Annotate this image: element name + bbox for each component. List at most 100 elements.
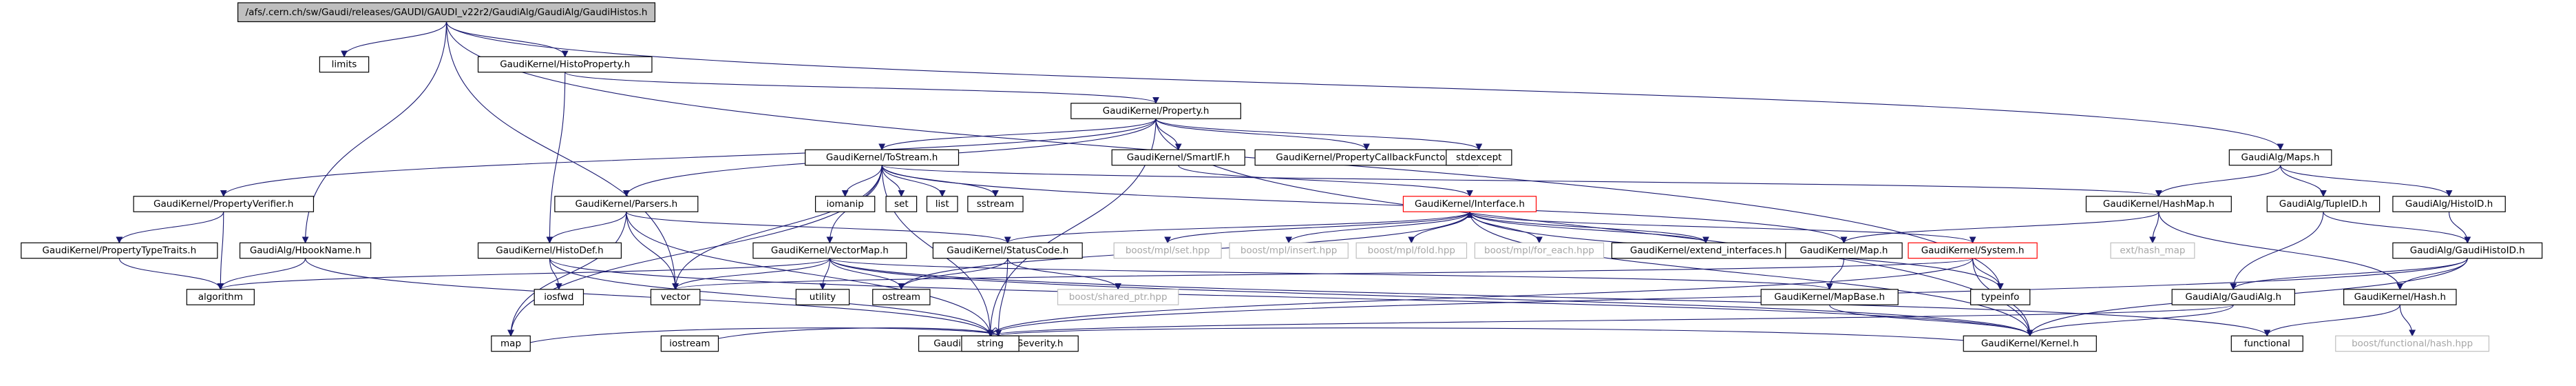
node-tostream[interactable]: GaudiKernel/ToStream.h <box>805 149 960 166</box>
node-box <box>2392 196 2506 212</box>
node-label: GaudiKernel/MapBase.h <box>1774 292 1885 303</box>
edge-tostream-to-mapk <box>881 165 1848 244</box>
node-map[interactable]: map <box>491 335 531 352</box>
node-property[interactable]: GaudiKernel/Property.h <box>1070 103 1241 119</box>
edge-gaudialg-to-kernel <box>2026 304 2234 337</box>
node-histoid[interactable]: GaudiAlg/HistoID.h <box>2392 196 2506 212</box>
node-iosfwd[interactable]: iosfwd <box>534 289 584 305</box>
node-label: GaudiKernel/Interface.h <box>1415 199 1525 210</box>
edge-property-to-tostream <box>878 118 1157 151</box>
node-system[interactable]: GaudiKernel/System.h <box>1908 242 2038 259</box>
edge-extendif-to-interface <box>1466 211 1707 243</box>
node-label: GaudiKernel/StatusCode.h <box>947 245 1068 256</box>
edge-parsers-to-map <box>507 212 627 337</box>
node-smartif[interactable]: GaudiKernel/SmartIF.h <box>1111 149 1245 166</box>
node-stdexcept[interactable]: stdexcept <box>1446 149 1512 166</box>
node-statuscode[interactable]: GaudiKernel/StatusCode.h <box>932 242 1083 259</box>
node-box <box>752 242 907 259</box>
node-limits[interactable]: limits <box>319 56 370 73</box>
node-typeinfo[interactable]: typeinfo <box>1970 289 2031 305</box>
node-gaudihistoid[interactable]: GaudiAlg/GaudiHistoID.h <box>2392 242 2543 259</box>
edge-interface-to-system <box>1469 211 1976 244</box>
node-histoprop[interactable]: GaudiKernel/HistoProperty.h <box>477 56 653 73</box>
edge-gaudialg-to-string <box>987 304 2234 337</box>
node-label: string <box>977 338 1004 349</box>
edge-statuscode-to-sharedptr <box>1007 258 1122 290</box>
node-mplset[interactable]: boost/mpl/set.hpp <box>1113 242 1222 259</box>
node-label: GaudiKernel/Hash.h <box>2354 292 2446 303</box>
node-mplfold[interactable]: boost/mpl/fold.hpp <box>1355 242 1468 259</box>
node-root[interactable]: /afs/.cern.ch/sw/Gaudi/releases/GAUDI/GA… <box>237 2 656 23</box>
edge-mapk-to-mapbase <box>1826 258 1845 290</box>
node-sharedptr[interactable]: boost/shared_ptr.hpp <box>1057 289 1179 305</box>
node-gaudialg[interactable]: GaudiAlg/GaudiAlg.h <box>2171 289 2295 305</box>
node-maps[interactable]: GaudiAlg/Maps.h <box>2228 149 2332 166</box>
edge-histodef-to-kernel <box>549 258 2034 337</box>
node-vector[interactable]: vector <box>650 289 701 305</box>
node-boostfunchash[interactable]: boost/functional/hash.hpp <box>2335 335 2490 352</box>
node-tupleid[interactable]: GaudiAlg/TupleID.h <box>2266 196 2380 212</box>
node-box <box>1963 335 2097 352</box>
edge-property-to-smartif <box>1155 119 1182 151</box>
node-set[interactable]: set <box>885 196 918 212</box>
node-label: functional <box>2244 338 2290 349</box>
node-box <box>1057 289 1179 305</box>
node-ostream[interactable]: ostream <box>872 289 931 305</box>
node-sstream[interactable]: sstream <box>967 196 1024 212</box>
edge-property-to-stdexcept <box>1155 118 1483 151</box>
node-propcb[interactable]: GaudiKernel/PropertyCallbackFunctor.h <box>1254 149 1479 166</box>
node-label: map <box>500 338 521 349</box>
node-label: iosfwd <box>544 292 573 303</box>
edge-histodef-to-iosfwd <box>549 258 562 290</box>
node-label: typeinfo <box>1981 292 2019 303</box>
node-label: GaudiKernel/Property.h <box>1103 105 1210 116</box>
node-label: GaudiAlg/Maps.h <box>2241 152 2320 163</box>
edge-hbookname-to-algorithm <box>217 258 306 290</box>
edge-maps-to-histoid <box>2280 165 2453 197</box>
node-kernel[interactable]: GaudiKernel/Kernel.h <box>1963 335 2097 352</box>
node-parsers[interactable]: GaudiKernel/Parsers.h <box>554 196 699 212</box>
edge-histoprop-to-histodef <box>546 72 566 244</box>
node-iostream[interactable]: iostream <box>660 335 719 352</box>
node-exthashmap[interactable]: ext/hash_map <box>2110 242 2195 259</box>
edge-histoprop-to-property <box>564 72 1159 104</box>
node-string[interactable]: string <box>961 335 1020 352</box>
header-file-nodes: /afs/.cern.ch/sw/Gaudi/releases/GAUDI/GA… <box>21 2 2543 352</box>
edge-tostream-to-hashmap <box>881 165 2162 197</box>
edge-parsers-to-histodef <box>546 212 627 244</box>
node-vectormap[interactable]: GaudiKernel/VectorMap.h <box>752 242 907 259</box>
edge-interface-to-statuscode <box>1004 211 1470 244</box>
node-label: iostream <box>669 338 710 349</box>
node-algorithm[interactable]: algorithm <box>186 289 255 305</box>
node-label: boost/mpl/insert.hpp <box>1241 245 1337 256</box>
node-hashk[interactable]: GaudiKernel/Hash.h <box>2343 289 2457 305</box>
node-box <box>2085 196 2232 212</box>
node-mapbase[interactable]: GaudiKernel/MapBase.h <box>1760 289 1899 305</box>
node-box <box>491 335 531 352</box>
node-proptypetraits[interactable]: GaudiKernel/PropertyTypeTraits.h <box>21 242 218 259</box>
node-mplforeach[interactable]: boost/mpl/for_each.hpp <box>1474 242 1605 259</box>
node-mplinsert[interactable]: boost/mpl/insert.hpp <box>1229 242 1349 259</box>
node-label: vector <box>661 292 690 303</box>
node-extendif[interactable]: GaudiKernel/extend_interfaces.h <box>1611 242 1801 259</box>
node-label: GaudiKernel/HistoProperty.h <box>500 59 630 70</box>
edge-tostream-to-vector <box>672 165 883 290</box>
node-histodef[interactable]: GaudiKernel/HistoDef.h <box>477 242 622 259</box>
edge-statuscode-to-issueseverity <box>995 258 1009 337</box>
node-propverifier[interactable]: GaudiKernel/PropertyVerifier.h <box>133 196 315 212</box>
node-functional[interactable]: functional <box>2230 335 2303 352</box>
node-list[interactable]: list <box>926 196 958 212</box>
node-utility[interactable]: utility <box>795 289 850 305</box>
node-interface[interactable]: GaudiKernel/Interface.h <box>1402 196 1537 212</box>
edge-propverifier-to-proptypetraits <box>116 212 224 244</box>
node-iomanip[interactable]: iomanip <box>814 196 876 212</box>
node-mapk[interactable]: GaudiKernel/Map.h <box>1785 242 1903 259</box>
edge-maps-to-tupleid <box>2280 165 2327 197</box>
node-label: GaudiAlg/GaudiAlg.h <box>2185 292 2281 303</box>
node-box <box>133 196 315 212</box>
node-label: GaudiAlg/HbookName.h <box>250 245 361 256</box>
node-box <box>319 56 370 73</box>
edge-system-to-vector <box>672 258 1974 290</box>
node-hbookname[interactable]: GaudiAlg/HbookName.h <box>239 242 372 259</box>
node-hashmap[interactable]: GaudiKernel/HashMap.h <box>2085 196 2232 212</box>
